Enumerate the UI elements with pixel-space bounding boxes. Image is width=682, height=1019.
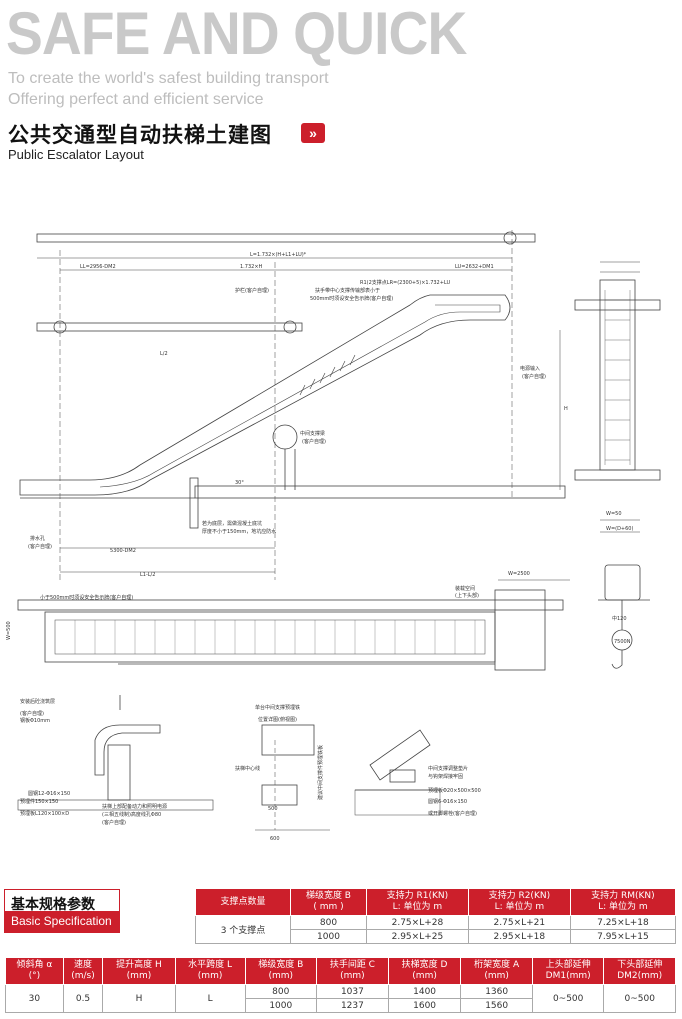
escalator-plan-view [44, 611, 496, 663]
hero-tagline-2: Offering perfect and efficient service [8, 91, 264, 108]
svg-text:W=2500: W=2500 [508, 571, 530, 577]
balustrade-detail [94, 724, 161, 776]
svg-text:R1(2支撑点LR=(2300+5)×1.732+LU: R1(2支撑点LR=(2300+5)×1.732+LU [360, 279, 450, 286]
header-truss-width: 桁架宽度 A(mm) [460, 957, 533, 985]
svg-text:装载空间: 装载空间 [455, 585, 475, 592]
svg-text:扶手带中心支撑传输部表小于: 扶手带中心支撑传输部表小于 [315, 287, 380, 294]
basic-spec-header: 基本规格参数 Basic Specification [4, 889, 120, 933]
main-spec-table: 倾斜角 α(°) 速度(m/s) 提升高度 H(mm) 水平跨度 L(mm) 梯… [5, 957, 676, 1013]
svg-text:W=50: W=50 [606, 511, 622, 517]
svg-text:预埋板L120×100×D: 预埋板L120×100×D [20, 810, 69, 817]
bracket-detail [369, 729, 431, 781]
svg-text:中间支撑梁: 中间支撑梁 [300, 430, 325, 437]
svg-text:W=500: W=500 [6, 621, 12, 640]
svg-text:扶梯上部配备动力和照明电源: 扶梯上部配备动力和照明电源 [102, 803, 167, 810]
double-chevron-right-icon: » [301, 123, 325, 143]
svg-text:位置详图(俯视图): 位置详图(俯视图) [258, 716, 297, 723]
header-rise: 提升高度 H(mm) [102, 957, 176, 985]
escalator-layout-drawing: L=1.732×(H+L1+LU)* LL=2956-DM2 1.732×H L… [6, 230, 661, 842]
header-angle: 倾斜角 α(°) [5, 957, 64, 985]
svg-text:与钩架焊接牢固: 与钩架焊接牢固 [428, 773, 463, 780]
svg-text:500: 500 [268, 806, 278, 812]
upper-floor-beam-left [36, 322, 303, 332]
hero-title: SAFE AND QUICK [6, 0, 467, 67]
svg-text:L/2: L/2 [160, 351, 168, 357]
header-speed: 速度(m/s) [62, 957, 104, 985]
svg-text:钢板Φ10mm: 钢板Φ10mm [20, 717, 50, 724]
svg-text:(客户自理): (客户自理) [302, 438, 326, 445]
header-step-width: 梯级宽度 B( mm ) [290, 888, 367, 916]
svg-text:圆钢6-Φ16×150: 圆钢6-Φ16×150 [428, 798, 467, 805]
table-row: 30 0.5 H L 800 1037 1400 1360 0~500 0~50… [5, 984, 676, 1013]
svg-text:单台中间支撑预埋铁: 单台中间支撑预埋铁 [255, 704, 300, 711]
svg-text:5300-DM2: 5300-DM2 [110, 548, 136, 554]
escalator-truss [19, 294, 511, 496]
table-row: 3 个支撑点 800 2.75×L+28 2.75×L+21 7.25×L+18 [195, 915, 677, 944]
top-beam [36, 233, 536, 243]
header-support-count: 支撑点数量 [195, 888, 291, 916]
hero-tagline-1: To create the world's safest building tr… [8, 70, 329, 87]
svg-text:(客户自理): (客户自理) [522, 373, 546, 380]
support-count-cell: 3 个支撑点 [195, 915, 291, 944]
middle-support-detail-marker [272, 424, 298, 450]
svg-text:(上下头部): (上下头部) [455, 592, 479, 599]
spec-title-cn: 基本规格参数 [11, 897, 95, 913]
svg-text:中120: 中120 [612, 615, 627, 622]
svg-text:H: H [564, 406, 568, 412]
header-handrail-distance: 扶手间距 C(mm) [316, 957, 389, 985]
svg-text:LU=2632+DM1: LU=2632+DM1 [455, 264, 494, 270]
svg-text:(客户自理): (客户自理) [28, 543, 52, 550]
svg-text:预埋件150×150: 预埋件150×150 [20, 798, 58, 805]
svg-text:L1-L/2: L1-L/2 [140, 572, 155, 578]
svg-text:30°: 30° [235, 480, 244, 486]
header-step-width: 梯级宽度 B(mm) [244, 957, 318, 985]
svg-text:(三相五线制)高度线孔Φ80: (三相五线制)高度线孔Φ80 [102, 811, 161, 818]
svg-text:600: 600 [270, 836, 280, 842]
hook-detail [604, 564, 641, 601]
svg-text:安装后砼浇筑层: 安装后砼浇筑层 [20, 698, 55, 705]
header-r2: 支持力 R2(KN)L: 单位为 m [467, 888, 571, 916]
table-row: 1000 2.95×L+25 2.95×L+18 7.95×L+15 [196, 929, 677, 944]
table-row: 1000 1237 1600 1560 [6, 998, 676, 1013]
section-subtitle: Public Escalator Layout [8, 147, 144, 162]
svg-text:中间支撑调整垫片: 中间支撑调整垫片 [428, 765, 468, 772]
svg-text:预埋板Φ20×500×500: 预埋板Φ20×500×500 [428, 787, 481, 794]
svg-text:500mm时须设安全告示牌(客户自理): 500mm时须设安全告示牌(客户自理) [310, 295, 393, 302]
support-force-table: 支撑点数量 梯级宽度 B( mm ) 支持力 R1(KN)L: 单位为 m 支持… [195, 888, 677, 944]
spec-title-en: Basic Specification [5, 911, 119, 932]
middle-support-plan [261, 724, 315, 756]
header-span: 水平跨度 L(mm) [174, 957, 246, 985]
svg-text:圆钢12-Φ16×150: 圆钢12-Φ16×150 [28, 790, 70, 797]
svg-text:电源输入: 电源输入 [520, 365, 540, 372]
svg-text:7500N: 7500N [614, 639, 631, 645]
svg-text:护栏(客户自理): 护栏(客户自理) [235, 287, 269, 294]
svg-text:(客户自理): (客户自理) [102, 819, 126, 826]
svg-text:排水孔: 排水孔 [30, 535, 45, 542]
svg-text:建议中间支撑件预埋铁板: 建议中间支撑件预埋铁板 [317, 745, 324, 800]
svg-text:扶梯中心线: 扶梯中心线 [235, 765, 260, 772]
header-rm: 支持力 RM(KN)L: 单位为 m [569, 888, 677, 916]
svg-text:小于500mm时须设安全告示牌(客户自理): 小于500mm时须设安全告示牌(客户自理) [40, 594, 133, 601]
svg-text:厚度不小于150mm，地坑应防水: 厚度不小于150mm，地坑应防水 [202, 528, 276, 535]
lower-floor-slab [194, 485, 566, 499]
header-escalator-width: 扶梯宽度 D(mm) [387, 957, 462, 985]
header-r1: 支持力 R1(KN)L: 单位为 m [365, 888, 469, 916]
svg-text:或开脚螺栓(客户自理): 或开脚螺栓(客户自理) [428, 810, 477, 817]
svg-text:若为底层，需做混凝土底坑: 若为底层，需做混凝土底坑 [202, 520, 262, 527]
svg-text:(客户自理): (客户自理) [20, 710, 44, 717]
svg-text:W=(D+60): W=(D+60) [606, 526, 633, 532]
svg-text:L=1.732×(H+L1+LU)*: L=1.732×(H+L1+LU)* [250, 252, 307, 258]
svg-text:LL=2956-DM2: LL=2956-DM2 [80, 264, 116, 270]
section-title: 公共交通型自动扶梯土建图 [8, 123, 272, 147]
svg-text:1.732×H: 1.732×H [240, 264, 263, 270]
